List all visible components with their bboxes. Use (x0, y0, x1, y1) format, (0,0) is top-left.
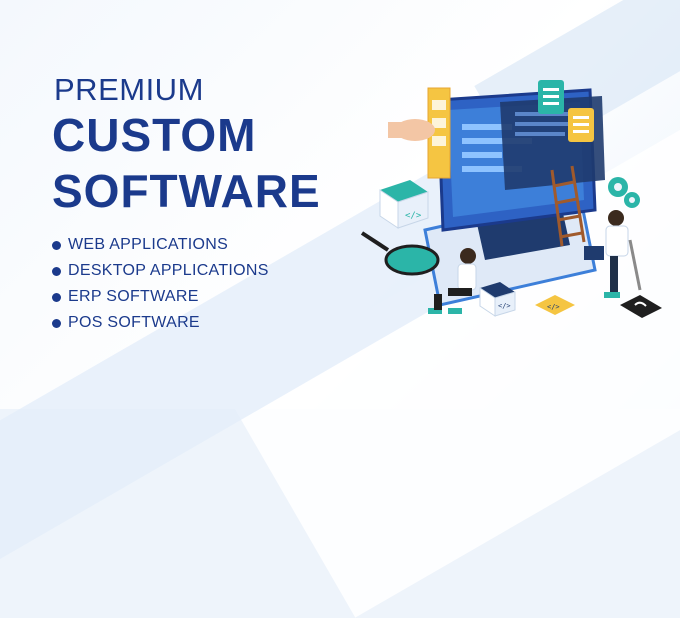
service-label: ERP SOFTWARE (68, 288, 199, 305)
headline-pre: PREMIUM (54, 72, 204, 107)
svg-text:</>: </> (547, 303, 560, 311)
bullet-icon (52, 266, 61, 276)
note-icon (538, 80, 564, 114)
svg-text:</>: </> (405, 211, 422, 221)
headline-line-1: CUSTOM (52, 109, 257, 161)
developer-person-icon (584, 210, 642, 298)
headline-line-2: SOFTWARE (52, 165, 321, 217)
note-icon (568, 108, 594, 142)
magnifier-icon (360, 231, 440, 276)
bullet-icon (52, 318, 61, 328)
developer-person-icon (428, 248, 477, 314)
service-item: ERP SOFTWARE (52, 284, 269, 310)
svg-text:</>: </> (498, 302, 511, 310)
service-label: WEB APPLICATIONS (68, 236, 229, 253)
services-list: WEB APPLICATIONS DESKTOP APPLICATIONS ER… (52, 232, 269, 336)
ladder-icon (550, 165, 586, 247)
gear-icon (608, 177, 640, 208)
service-item: POS SOFTWARE (52, 310, 269, 336)
tile-icon (620, 295, 662, 318)
bullet-icon (52, 292, 61, 302)
service-label: POS SOFTWARE (68, 314, 200, 331)
code-tile-icon: </> (535, 295, 575, 315)
service-item: WEB APPLICATIONS (52, 232, 269, 258)
code-icon: </> (379, 180, 429, 229)
hand-icon (388, 119, 435, 141)
service-label: DESKTOP APPLICATIONS (68, 262, 269, 279)
browser-panel (427, 87, 451, 179)
code-icon: </> (479, 282, 516, 317)
service-item: DESKTOP APPLICATIONS (52, 258, 269, 284)
software-illustration: </> </> </> (360, 80, 662, 318)
bullet-icon (52, 240, 61, 250)
